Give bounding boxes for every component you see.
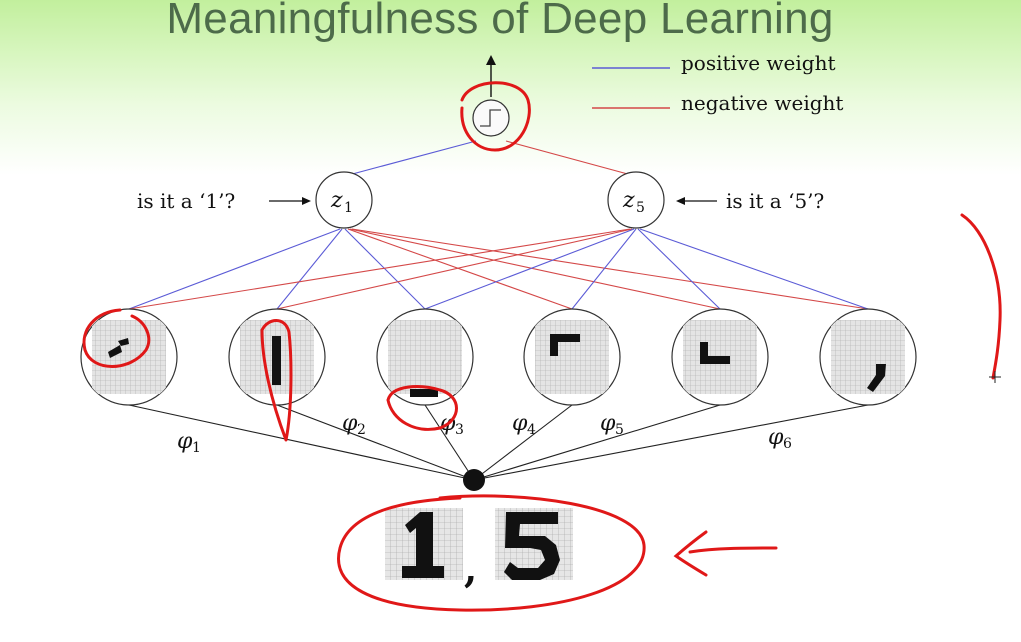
handwritten-annotations [82,81,1002,612]
svg-text:1: 1 [192,440,201,456]
svg-text:3: 3 [455,422,464,438]
input-digit-separator: , [464,546,477,591]
weights-to-z1 [128,228,869,310]
slide-title: Meaningfulness of Deep Learning [166,0,834,43]
svg-text:φ: φ [342,411,358,436]
caption-z1: is it a ‘1’? [137,189,235,213]
caption-z5-arrowhead [676,197,685,205]
feature-node-6 [819,308,917,406]
svg-text:z: z [330,188,343,213]
weight-z1-output [344,140,477,177]
feature-node-4 [523,308,621,406]
annotation-circle-output [460,81,531,152]
output-node [472,99,510,137]
annotation-arrow-head [673,530,708,577]
svg-text:1: 1 [344,200,353,216]
caption-z5: is it a ‘5’? [726,189,824,213]
svg-text:z: z [622,188,635,213]
phi-label-2: φ 2 [342,411,366,438]
svg-text:φ: φ [512,411,528,436]
svg-text:φ: φ [768,425,784,450]
phi-label-6: φ 6 [768,425,792,452]
svg-text:φ: φ [600,411,616,436]
annotation-circle-feature-2 [260,319,293,442]
legend-positive-label: positive weight [681,51,836,75]
caption-z1-arrowhead [302,197,311,205]
weight-z5-output [505,140,636,177]
legend-negative-label: negative weight [681,91,843,115]
svg-text:5: 5 [636,200,645,216]
svg-text:6: 6 [783,436,792,452]
input-digit-left [402,512,444,578]
annotation-circle-input [337,494,646,612]
weights-to-z5 [128,228,869,310]
feature-node-3 [376,308,474,406]
annotation-circle-feature-1 [82,308,151,368]
feature-node-2 [228,308,326,406]
annotation-circle-feature-3 [386,385,458,431]
feature-node-1 [80,308,178,406]
phi-edges [128,404,869,481]
output-arrowhead [486,55,496,65]
svg-text:φ: φ [177,429,193,454]
phi-label-3: φ 3 [440,411,464,438]
annotation-arrow-shaft [688,546,778,554]
annotation-bracket-right [960,213,1002,380]
hidden-node-z1: z 1 [315,171,373,229]
svg-text:5: 5 [615,422,624,438]
feature-node-5 [671,308,769,406]
phi-label-4: φ 4 [512,411,536,438]
svg-text:2: 2 [357,422,366,438]
svg-text:4: 4 [527,422,536,438]
input-digit-image: , [385,508,573,591]
input-digit-right [504,512,560,580]
phi-label-1: φ 1 [177,429,201,456]
input-node [463,469,485,491]
step-function-icon [480,109,501,127]
hidden-node-z5: z 5 [607,171,665,229]
phi-label-5: φ 5 [600,411,624,438]
cursor-crosshair-icon [989,371,1001,383]
